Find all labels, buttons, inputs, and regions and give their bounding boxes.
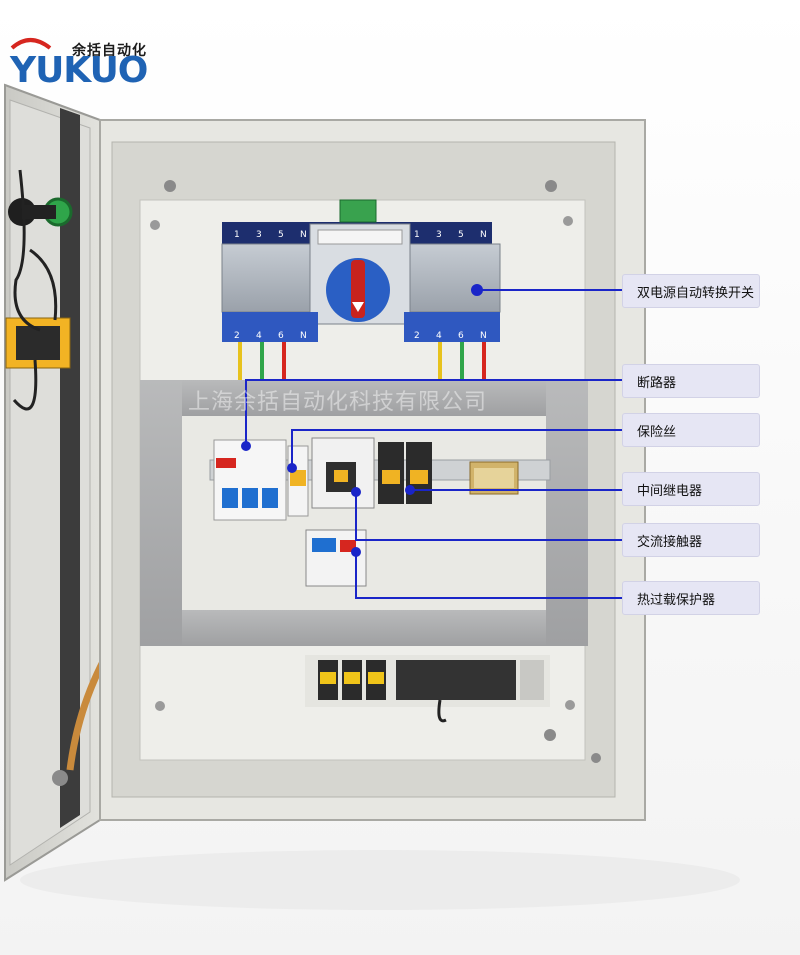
ats-terminal-label: 2 — [234, 331, 240, 341]
logo-swoosh-icon — [10, 38, 52, 50]
ats-terminal-label: 4 — [436, 331, 442, 341]
ats-terminal-label: N — [300, 230, 307, 240]
callout-relay: 中间继电器 — [622, 472, 760, 506]
callout-fuse: 保险丝 — [622, 413, 760, 447]
callout-overload: 热过载保护器 — [622, 581, 760, 615]
ats-terminal-label: 5 — [278, 230, 284, 240]
company-watermark: 上海余括自动化科技有限公司 — [188, 390, 488, 415]
brand-logo: 余括自动化 YUKUO — [10, 30, 170, 100]
ats-terminal-label: 3 — [436, 230, 442, 240]
cabinet-door — [4, 83, 128, 882]
ac-contactor — [311, 437, 375, 509]
ats-terminal-label: N — [300, 331, 307, 341]
leader-lines — [241, 284, 622, 599]
ats-terminal-label: 5 — [458, 230, 464, 240]
ats-terminal-label: 6 — [458, 331, 464, 341]
ats-terminal-label: 1 — [414, 230, 420, 240]
terminal-block-rail — [305, 655, 550, 723]
ats-terminal-label: 2 — [414, 331, 420, 341]
brand-name-en: YUKUO — [10, 50, 148, 91]
ats-terminal-label: 4 — [256, 331, 262, 341]
callout-contactor: 交流接触器 — [622, 523, 760, 557]
ats-terminal-label: N — [480, 331, 487, 341]
callout-ats: 双电源自动转换开关 — [622, 274, 760, 308]
callout-breaker: 断路器 — [622, 364, 760, 398]
circuit-breaker — [213, 439, 287, 521]
ats-terminal-label: 6 — [278, 331, 284, 341]
ats-terminal-label: 3 — [256, 230, 262, 240]
ats-terminal-label: N — [480, 230, 487, 240]
ats-terminal-label: 1 — [234, 230, 240, 240]
transformer — [469, 461, 519, 495]
ats-switch: 1 3 5 N 1 3 5 N 2 4 6 N 2 4 6 N — [221, 199, 501, 342]
wire-duct — [140, 380, 588, 646]
brand-name-cn: 余括自动化 — [72, 43, 147, 59]
